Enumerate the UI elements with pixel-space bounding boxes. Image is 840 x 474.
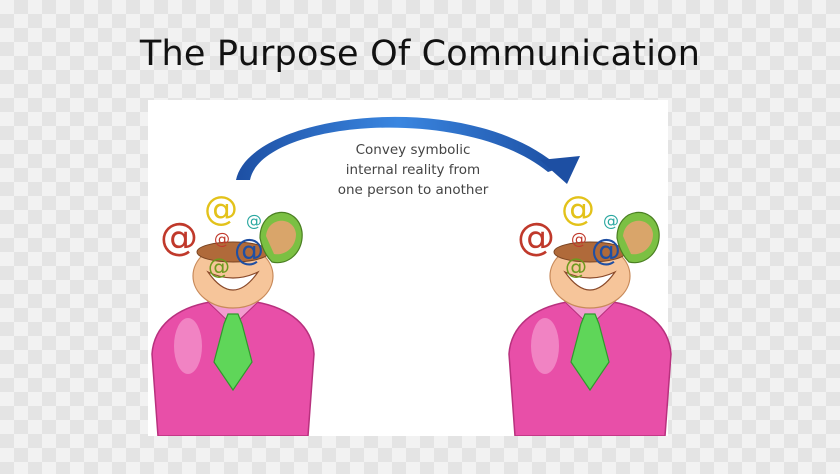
diagram-caption: Convey symbolic internal reality from on… xyxy=(318,140,508,200)
at-symbol-icon: @ xyxy=(603,211,619,230)
at-symbol-icon: @ xyxy=(565,255,587,280)
arrow-body xyxy=(236,116,560,180)
at-symbol-icon: @ xyxy=(561,189,595,229)
receiver-person-icon: @ @ @ @ @ @ xyxy=(508,189,672,436)
shirt-highlight xyxy=(174,318,202,374)
shirt-highlight xyxy=(531,318,559,374)
caption-line: Convey symbolic xyxy=(355,142,471,158)
tie-icon xyxy=(213,313,253,392)
mouth xyxy=(206,270,260,291)
brain-lid-inner xyxy=(623,220,653,255)
brain-lid-inner xyxy=(266,220,296,255)
caption-line: one person to another xyxy=(337,182,489,198)
tie-icon xyxy=(570,313,610,392)
at-symbol-icon: @ xyxy=(214,229,230,248)
sender-person-icon: @ @ @ @ @ @ xyxy=(151,189,315,436)
at-symbol-icon: @ xyxy=(160,215,198,259)
at-symbol-icon: @ xyxy=(246,211,262,230)
mouth xyxy=(563,270,617,291)
arrow-head xyxy=(540,156,580,184)
caption-line: internal reality from xyxy=(345,162,481,178)
at-symbol-icon: @ xyxy=(571,229,587,248)
at-symbol-icon: @ xyxy=(234,233,264,268)
slide-title: The Purpose Of Communication xyxy=(139,34,701,74)
at-symbol-icon: @ xyxy=(208,255,230,280)
at-symbol-icon: @ xyxy=(517,215,555,259)
at-symbol-icon: @ xyxy=(591,233,621,268)
at-symbol-icon: @ xyxy=(204,189,238,229)
